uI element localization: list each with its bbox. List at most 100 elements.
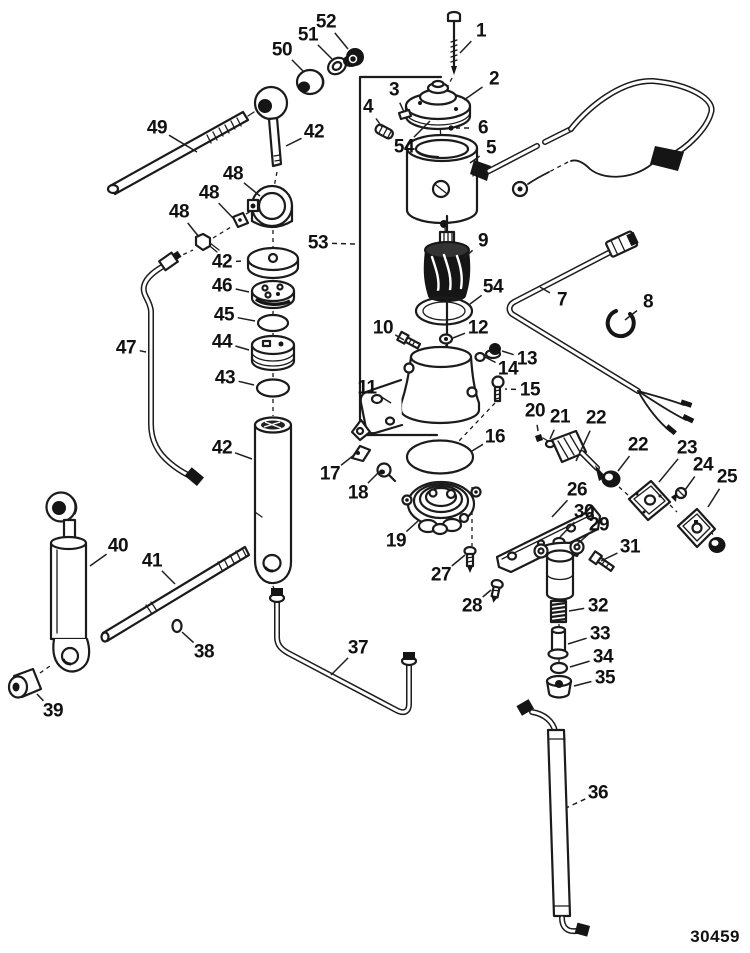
callout-48: 48	[223, 164, 243, 185]
part-cap-35	[545, 674, 573, 699]
leader-line-3	[399, 102, 405, 113]
callout-31: 31	[620, 537, 641, 558]
callout-48: 48	[169, 202, 189, 223]
leader-line-14	[484, 356, 496, 364]
part-clip-8	[605, 309, 636, 339]
part-pump-assembly	[401, 480, 482, 536]
part-oring-43	[255, 378, 291, 398]
leader-line-19	[405, 520, 419, 533]
part-oring-16	[405, 439, 475, 475]
part-harness-7	[506, 230, 695, 436]
callout-22: 22	[628, 435, 648, 456]
part-trim-cylinder	[253, 416, 293, 585]
callout-41: 41	[142, 551, 163, 572]
callout-30: 30	[574, 502, 594, 523]
callout-1: 1	[476, 21, 487, 42]
leader-line-51	[317, 44, 333, 60]
leader-line-33	[567, 637, 587, 645]
leader-line-54	[469, 294, 483, 305]
part-screw-24	[671, 486, 688, 502]
part-screw-27	[463, 545, 477, 573]
part-pump-base	[350, 345, 481, 442]
callout-14: 14	[498, 359, 519, 380]
part-washer-51	[327, 56, 347, 76]
leader-line-28	[482, 589, 492, 598]
callout-44: 44	[212, 332, 233, 353]
part-filler-tube-harness	[486, 77, 715, 198]
callout-22: 22	[586, 408, 606, 429]
part-valve-17	[350, 444, 372, 463]
leader-line-37	[330, 657, 349, 676]
callout-39: 39	[43, 701, 63, 722]
callout-4: 4	[363, 97, 374, 118]
callout-34: 34	[593, 647, 614, 668]
callout-50: 50	[272, 40, 292, 61]
part-fitting-48	[194, 232, 220, 253]
callout-42: 42	[212, 252, 232, 273]
callout-47: 47	[116, 338, 136, 359]
leader-line-8	[624, 310, 638, 321]
leader-line-30	[559, 521, 575, 538]
leader-line-24	[684, 475, 696, 491]
leader-line-2	[463, 86, 483, 101]
callout-5: 5	[486, 138, 497, 159]
leader-line-7	[539, 286, 551, 294]
leader-line-18	[367, 471, 380, 484]
part-oring-14	[474, 351, 486, 363]
leader-line-50	[291, 59, 304, 72]
part-valve-body-44	[250, 334, 296, 372]
callout-38: 38	[194, 642, 214, 663]
callout-3: 3	[389, 80, 399, 101]
callout-54: 54	[483, 277, 504, 298]
leader-line-20	[536, 424, 539, 432]
part-trim-switch	[550, 429, 606, 481]
leader-line-46	[235, 288, 250, 293]
part-cap-13	[484, 343, 502, 360]
part-valve-18	[376, 462, 397, 483]
leader-line-13	[501, 350, 514, 356]
leader-line-49	[168, 134, 198, 153]
part-motor-housing	[405, 133, 491, 228]
callout-25: 25	[717, 467, 738, 488]
part-anchor-rod-49	[106, 110, 255, 196]
callout-11: 11	[357, 378, 377, 399]
callout-48: 48	[199, 183, 219, 204]
callout-16: 16	[485, 427, 505, 448]
leader-line-12	[452, 332, 466, 339]
part-pin	[397, 108, 413, 121]
part-bushing-50	[295, 68, 325, 96]
part-tube-37	[268, 588, 418, 716]
leader-line-39	[36, 693, 44, 702]
part-wedge-48	[231, 211, 250, 229]
part-oring-45	[256, 313, 290, 333]
leader-line-48	[187, 222, 200, 238]
callout-45: 45	[214, 305, 235, 326]
leader-line-32	[568, 607, 585, 612]
leader-line-38	[181, 631, 195, 644]
callout-32: 32	[588, 596, 608, 617]
leader-line-23	[658, 458, 679, 483]
part-screw-20	[535, 434, 549, 442]
callout-51: 51	[298, 25, 319, 46]
part-spring-small	[374, 123, 394, 140]
callout-29: 29	[589, 515, 609, 536]
leader-line-21	[549, 429, 555, 440]
callout-43: 43	[215, 368, 235, 389]
callout-12: 12	[468, 318, 488, 339]
leader-line-45	[237, 316, 256, 322]
leader-line-31	[600, 552, 618, 562]
callout-15: 15	[520, 380, 541, 401]
part-pulley	[404, 79, 472, 131]
drawing-number: 30459	[690, 927, 740, 946]
callout-52: 52	[316, 12, 336, 33]
part-grommet-22b	[708, 537, 726, 553]
callout-23: 23	[677, 438, 697, 459]
leader-line-1	[459, 40, 472, 54]
part-nut-12	[438, 333, 454, 345]
leader-line-16	[471, 443, 484, 452]
leader-line-47	[139, 349, 147, 353]
leader-line-25	[707, 488, 721, 508]
leader-line-5	[469, 155, 481, 164]
